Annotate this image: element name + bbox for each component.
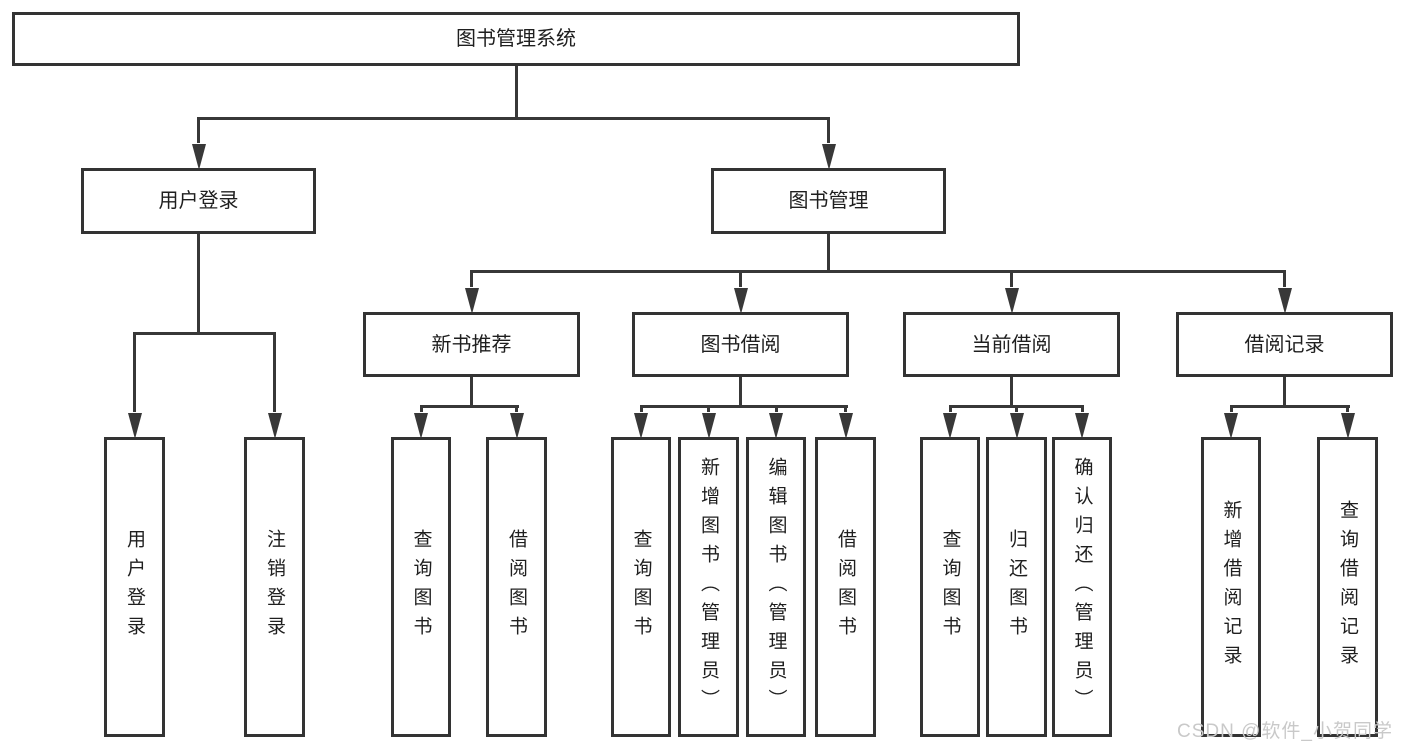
connector-line: [515, 405, 518, 412]
node-book-management: 图书管理: [711, 168, 946, 234]
connector-line: [420, 405, 519, 408]
arrow-down-icon: [702, 413, 716, 439]
arrow-down-icon: [943, 413, 957, 439]
arrow-down-icon: [510, 413, 524, 439]
node-leaf-logout: 注销登录: [244, 437, 305, 737]
node-label: 注销登录: [264, 529, 285, 645]
connector-line: [133, 332, 276, 335]
connector-line: [775, 405, 778, 412]
node-label: 借阅记录: [1244, 333, 1325, 356]
arrow-down-icon: [192, 144, 206, 170]
node-label: 用户登录: [158, 190, 239, 212]
node-leaf-borrowing-add-books: 新增图书（管理员）: [678, 437, 739, 737]
node-book-borrowing: 图书借阅: [632, 312, 849, 377]
node-leaf-records-add-record: 新增借阅记录: [1201, 437, 1261, 737]
connector-line: [1015, 405, 1018, 412]
node-label: 新增借阅记录: [1220, 500, 1242, 674]
connector-line: [1283, 270, 1286, 287]
connector-line: [844, 405, 847, 412]
node-label: 查询借阅记录: [1337, 500, 1358, 674]
connector-line: [1230, 405, 1233, 412]
node-user-login: 用户登录: [81, 168, 316, 234]
node-leaf-records-query-record: 查询借阅记录: [1317, 437, 1378, 737]
connector-line: [1346, 405, 1349, 412]
arrow-down-icon: [734, 288, 748, 314]
node-leaf-recommend-query-books: 查询图书: [391, 437, 451, 737]
node-label: 编辑图书（管理员）: [765, 456, 787, 718]
connector-line: [949, 405, 952, 412]
connector-line: [827, 234, 830, 273]
connector-line: [1010, 270, 1013, 287]
node-label: 借阅图书: [835, 529, 856, 645]
connector-line: [197, 234, 200, 335]
connector-line: [1283, 377, 1286, 408]
arrow-down-icon: [1010, 413, 1024, 439]
arrow-down-icon: [839, 413, 853, 439]
node-root: 图书管理系统: [12, 12, 1020, 66]
node-leaf-borrowing-edit-books: 编辑图书（管理员）: [746, 437, 806, 737]
connector-line: [827, 117, 830, 143]
connector-line: [197, 117, 200, 143]
node-label: 新书推荐: [431, 333, 512, 356]
node-label: 图书管理: [788, 190, 869, 212]
arrow-down-icon: [1341, 413, 1355, 439]
node-leaf-user-login: 用户登录: [104, 437, 165, 737]
connector-line: [1081, 405, 1084, 412]
node-label: 借阅图书: [506, 529, 527, 645]
connector-line: [470, 270, 1286, 273]
node-borrow-records: 借阅记录: [1176, 312, 1393, 377]
node-label: 查询图书: [410, 529, 432, 645]
arrow-down-icon: [1005, 288, 1019, 314]
node-leaf-recommend-borrow-books: 借阅图书: [486, 437, 547, 737]
node-label: 归还图书: [1006, 529, 1027, 645]
node-leaf-current-return-books: 归还图书: [986, 437, 1047, 737]
connector-line: [133, 332, 136, 412]
node-label: 确认归还（管理员）: [1071, 456, 1093, 718]
arrow-down-icon: [268, 413, 282, 439]
connector-line: [739, 270, 742, 287]
node-new-book-recommend: 新书推荐: [363, 312, 580, 377]
connector-line: [640, 405, 643, 412]
node-leaf-current-query-books: 查询图书: [920, 437, 980, 737]
connector-line: [640, 405, 848, 408]
connector-line: [470, 270, 473, 287]
connector-line: [1230, 405, 1350, 408]
arrow-down-icon: [1224, 413, 1238, 439]
node-label: 新增图书（管理员）: [698, 456, 719, 718]
node-label: 图书管理系统: [456, 28, 576, 50]
arrow-down-icon: [414, 413, 428, 439]
node-leaf-current-confirm-return: 确认归还（管理员）: [1052, 437, 1112, 737]
connector-line: [515, 66, 518, 120]
connector-line: [420, 405, 423, 412]
arrow-down-icon: [128, 413, 142, 439]
arrow-down-icon: [634, 413, 648, 439]
node-label: 图书借阅: [700, 333, 781, 356]
arrow-down-icon: [1278, 288, 1292, 314]
csdn-watermark: CSDN @软件_小贺同学: [1177, 721, 1393, 742]
arrow-down-icon: [769, 413, 783, 439]
arrow-down-icon: [465, 288, 479, 314]
connector-line: [739, 377, 742, 408]
connector-line: [273, 332, 276, 412]
node-leaf-borrowing-borrow-books: 借阅图书: [815, 437, 876, 737]
connector-line: [470, 377, 473, 408]
node-label: 当前借阅: [971, 333, 1052, 356]
connector-line: [197, 117, 830, 120]
arrow-down-icon: [1075, 413, 1089, 439]
connector-line: [1010, 377, 1013, 408]
node-leaf-borrowing-query-books: 查询图书: [611, 437, 671, 737]
connector-line: [707, 405, 710, 412]
node-label: 查询图书: [939, 529, 961, 645]
node-label: 查询图书: [630, 529, 652, 645]
node-current-borrowing: 当前借阅: [903, 312, 1120, 377]
node-label: 用户登录: [124, 529, 145, 645]
arrow-down-icon: [822, 144, 836, 170]
